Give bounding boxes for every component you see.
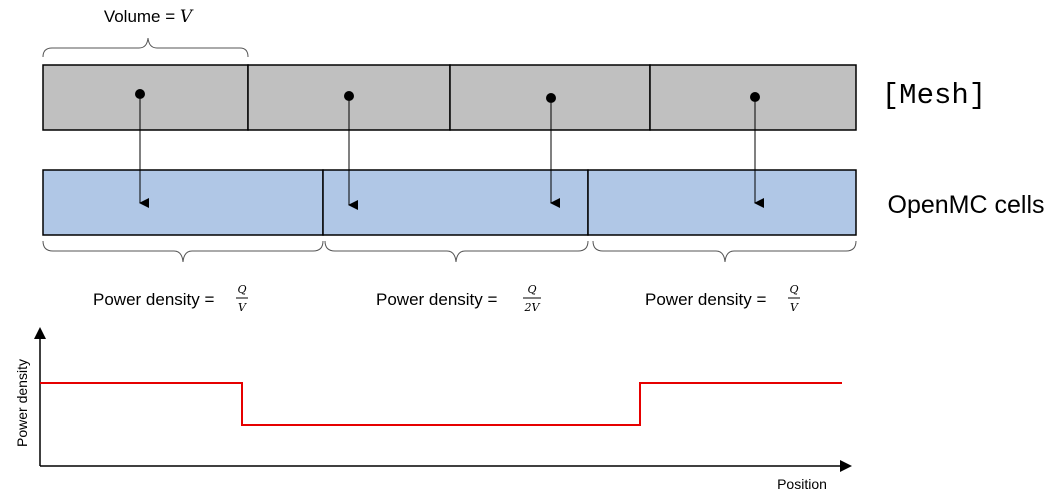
fraction-denominator: V <box>790 301 799 314</box>
fraction-denominator: V <box>238 301 247 314</box>
openmc-cell <box>42 169 324 236</box>
cell-brace <box>592 240 857 263</box>
openmc-cell <box>587 169 857 236</box>
fraction-denominator: 2V <box>524 301 541 314</box>
openmc-cell <box>322 169 589 236</box>
power-density-label: Power density = Q V <box>93 283 248 314</box>
volume-brace <box>42 37 249 58</box>
fraction-numerator: Q <box>789 283 798 296</box>
power-density-label: Power density = Q V <box>645 283 800 314</box>
y-axis-label: Power density <box>14 359 30 447</box>
cell-brace <box>42 240 324 263</box>
centroid-dot <box>546 93 556 103</box>
centroid-dot <box>750 92 760 102</box>
cells-row <box>42 169 857 236</box>
cells-label: OpenMC cells <box>888 191 1045 219</box>
mesh-element <box>42 64 249 131</box>
fraction-numerator: Q <box>237 283 246 296</box>
power-density-prefix: Power density = <box>93 290 219 309</box>
power-density-prefix: Power density = <box>376 290 502 309</box>
centroid-dot <box>135 89 145 99</box>
centroid-dot <box>344 91 354 101</box>
centroid-mappings <box>135 89 764 210</box>
cell-brace <box>324 240 589 263</box>
power-density-prefix: Power density = <box>645 290 771 309</box>
volume-label: Volume = V <box>104 7 194 27</box>
mesh-row <box>42 64 857 131</box>
power-density-plot: Power density Position <box>14 327 852 492</box>
mesh-label: [Mesh] <box>882 79 986 112</box>
fraction-numerator: Q <box>527 283 536 296</box>
x-axis-label: Position <box>777 476 827 492</box>
power-density-step-line <box>40 382 842 426</box>
power-density-label: Power density = Q 2V <box>376 283 541 314</box>
